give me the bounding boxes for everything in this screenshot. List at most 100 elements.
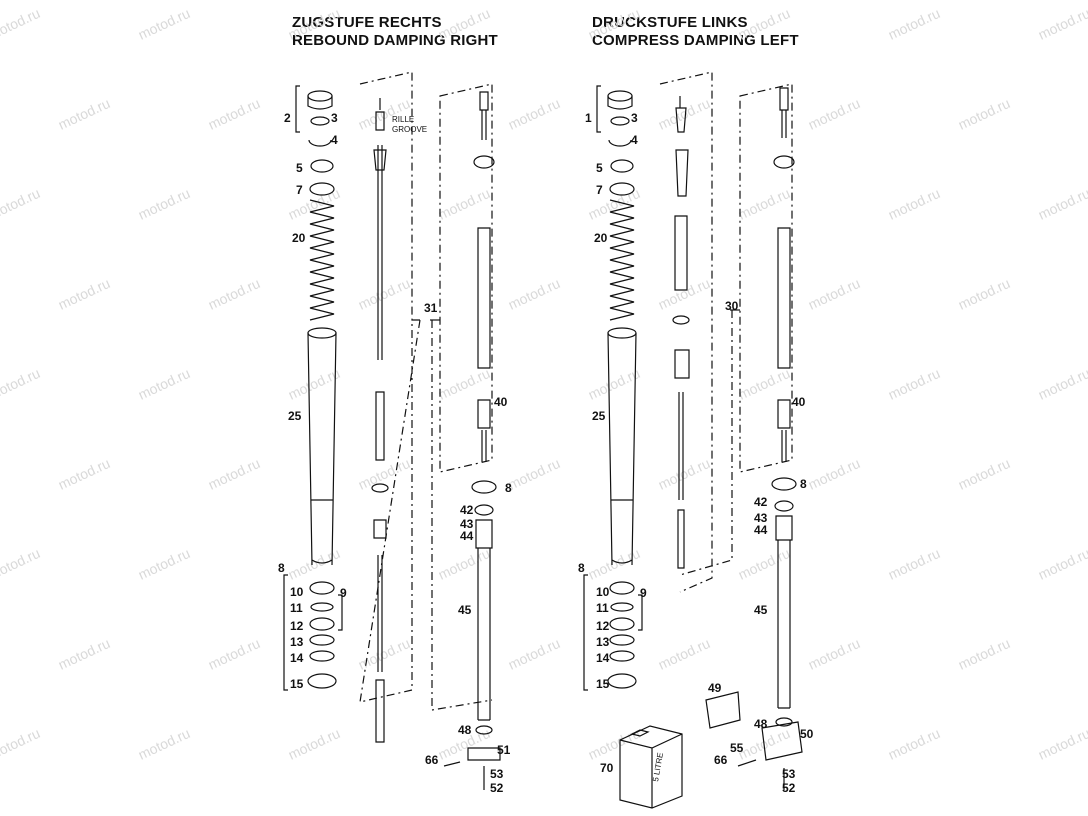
watermark-text: motod.ru [0, 185, 42, 223]
bracket-2 [295, 85, 300, 133]
part-number-left-7: 7 [296, 183, 303, 197]
screw-66 [443, 761, 461, 767]
rod-lower-r [677, 392, 685, 569]
watermark-text: motod.ru [1036, 545, 1088, 583]
part-number-left-5: 5 [296, 161, 303, 175]
adjuster-r [675, 96, 687, 133]
part-number-right-13: 13 [596, 635, 610, 649]
watermark-text: motod.ru [886, 545, 943, 583]
part-number-left-40: 40 [494, 395, 508, 409]
outer-tube-25-r [607, 332, 637, 566]
groove-label: GROOVE [392, 125, 427, 134]
rod-lower [375, 555, 385, 743]
clip-4-r [608, 139, 632, 147]
part-number-right-14: 14 [596, 651, 610, 665]
watermark-text: motod.ru [56, 275, 113, 313]
part-number-left-48: 48 [458, 723, 472, 737]
right-assembly [583, 71, 803, 809]
rod-tube-r [674, 215, 688, 291]
watermark-text: motod.ru [206, 455, 263, 493]
screw-66-r [737, 759, 757, 767]
part-43-44 [475, 519, 493, 549]
watermark-text: motod.ru [436, 185, 493, 223]
part-number-left-9: 9 [340, 586, 347, 600]
watermark-text: motod.ru [956, 455, 1013, 493]
dust-seal-15-r [607, 673, 637, 689]
part-number-right-43: 43 [754, 511, 768, 525]
nut-42 [474, 504, 494, 516]
ring-7 [309, 182, 335, 196]
part-number-left-31: 31 [424, 301, 438, 315]
bracket-8 [283, 574, 288, 691]
rod-ring-r [672, 315, 690, 325]
part-number-left-45: 45 [458, 603, 472, 617]
watermark-text: motod.ru [436, 545, 493, 583]
watermark-text: motod.ru [956, 95, 1013, 133]
washer-11 [310, 602, 334, 612]
part-number-right-42: 42 [754, 495, 768, 509]
left-title-german: ZUGSTUFE RECHTS [292, 14, 442, 31]
watermark-text: motod.ru [436, 365, 493, 403]
watermark-text: motod.ru [656, 455, 713, 493]
valve-top [479, 91, 489, 140]
part-number-right-49: 49 [708, 681, 722, 695]
watermark-text: motod.ru [136, 725, 193, 763]
part-number-left-3: 3 [331, 111, 338, 125]
dust-seal-15 [307, 673, 337, 689]
watermark-layer: motod.ru motod.ru motod.ru motod.ru motod.ru… [0, 5, 1088, 763]
watermark-text: motod.ru [886, 365, 943, 403]
axle-clamp-51 [467, 747, 501, 761]
bushing-10-r [609, 581, 635, 595]
watermark-text: motod.ru [56, 455, 113, 493]
rod-tube [375, 391, 385, 461]
part-number-right-52: 52 [782, 781, 796, 795]
part-number-right-40: 40 [792, 395, 806, 409]
ring-48-r [775, 717, 793, 727]
bracket-9 [338, 594, 343, 631]
cap-top-r [607, 90, 633, 102]
ring-7-r [609, 182, 635, 196]
part-number-left-15: 15 [290, 677, 304, 691]
part-number-left-13: 13 [290, 635, 304, 649]
frame-31-inner [359, 71, 421, 703]
part-number-right-12: 12 [596, 619, 610, 633]
part-number-right-44: 44 [754, 523, 768, 537]
watermark-text: motod.ru [356, 635, 413, 673]
watermark-text: motod.ru [506, 95, 563, 133]
cartridge-tube-r [777, 227, 791, 369]
watermark-text: motod.ru [286, 365, 343, 403]
can-label: 5 LITRE [651, 752, 665, 782]
part-number-left-4: 4 [331, 133, 338, 147]
bushing-8-top [471, 480, 497, 494]
watermark-text: motod.ru [586, 365, 643, 403]
right-title-german: DRUCKSTUFE LINKS [592, 14, 748, 31]
watermark-text: motod.ru [736, 365, 793, 403]
washer-5-r [610, 159, 634, 173]
watermark-text: motod.ru [806, 95, 863, 133]
part-number-right-8: 8 [800, 477, 807, 491]
cap-top [307, 90, 333, 102]
part-number-left-11: 11 [290, 601, 303, 615]
part-number-right-9: 9 [640, 586, 647, 600]
tube-bands-r [611, 499, 633, 564]
rod-nut-r [674, 349, 690, 379]
watermark-text: motod.ru [736, 5, 793, 43]
clip-13 [309, 634, 335, 646]
rille-label: RILLE [392, 115, 414, 124]
part-number-left-8: 8 [278, 561, 285, 575]
part-number-left-44: 44 [460, 529, 474, 543]
part-number-right-11: 11 [596, 601, 609, 615]
watermark-text: motod.ru [0, 5, 42, 43]
cap-body-r [607, 96, 633, 110]
part-number-right-45: 45 [754, 603, 768, 617]
left-assembly [283, 71, 501, 790]
spring-20-r [609, 199, 635, 321]
watermark-text: motod.ru [136, 365, 193, 403]
oil-can-cap [630, 729, 650, 737]
washer-5 [310, 159, 334, 173]
rod-ring [371, 483, 389, 493]
part-number-left-42: 42 [460, 503, 474, 517]
watermark-text: motod.ru [1036, 365, 1088, 403]
